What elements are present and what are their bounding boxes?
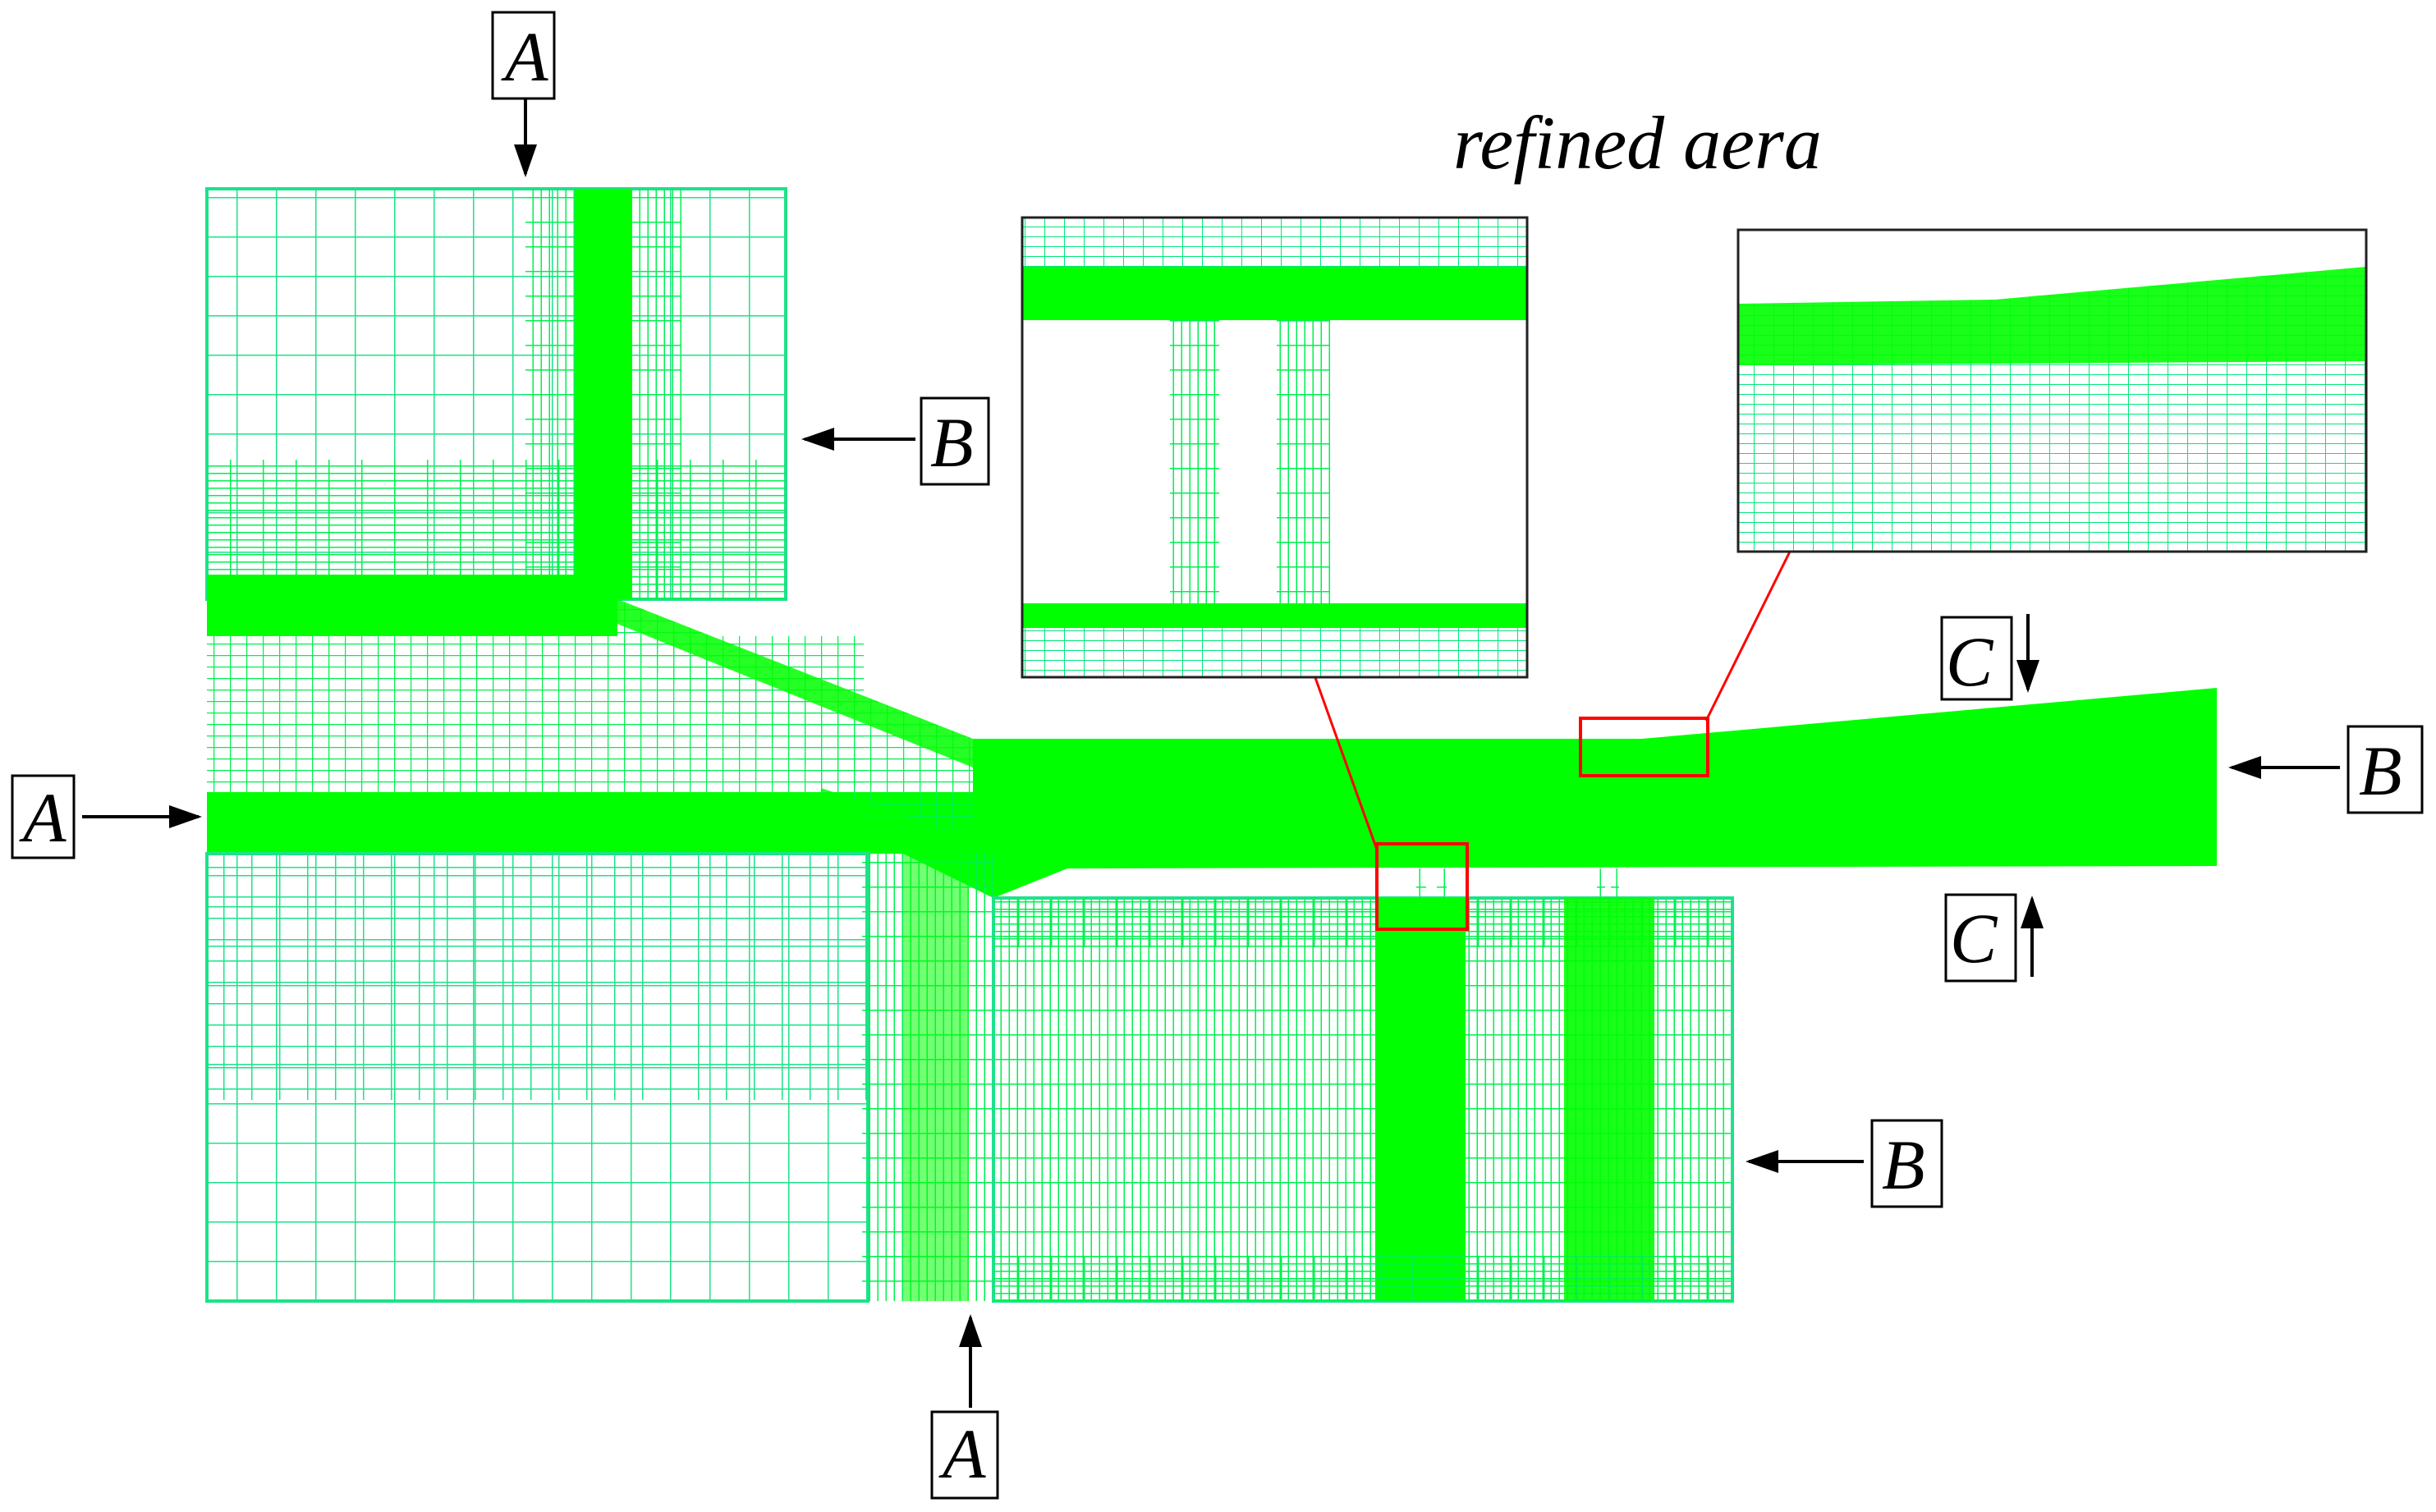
leader-line-channel <box>1704 551 1791 722</box>
svg-text:B: B <box>930 403 974 482</box>
label-b-lower: B <box>1746 1119 1943 1208</box>
label-c-lower: C <box>1944 893 2044 983</box>
lower-right-mesh-block <box>992 868 1734 1303</box>
label-b-right: B <box>2228 725 2424 814</box>
left-inlet-mesh <box>207 575 1067 868</box>
svg-text:A: A <box>938 1414 986 1493</box>
svg-text:C: C <box>1946 622 1994 701</box>
label-a-bottom: A <box>930 1314 999 1500</box>
inset-channel-detail <box>1736 228 2368 553</box>
svg-text:A: A <box>501 17 548 96</box>
zoom-box-channel <box>1579 717 1709 777</box>
leader-line-gap <box>1312 672 1379 850</box>
upper-left-mesh-block <box>205 187 787 601</box>
main-channel-mesh <box>887 688 2217 898</box>
zoom-box-gap <box>1375 842 1469 931</box>
svg-text:C: C <box>1950 899 1998 978</box>
inset-gap-detail <box>1021 216 1529 679</box>
refined-area-title: refined aera <box>1453 101 1822 185</box>
label-c-upper: C <box>1940 614 2039 701</box>
zoom-markers <box>1312 551 1791 931</box>
label-b-upper: B <box>801 396 990 486</box>
svg-text:B: B <box>2359 731 2402 810</box>
lower-left-mesh-block <box>205 852 993 1303</box>
svg-text:B: B <box>1882 1125 1925 1204</box>
label-a-top: A <box>491 11 556 177</box>
label-a-left: A <box>11 774 202 859</box>
svg-text:A: A <box>19 778 67 857</box>
